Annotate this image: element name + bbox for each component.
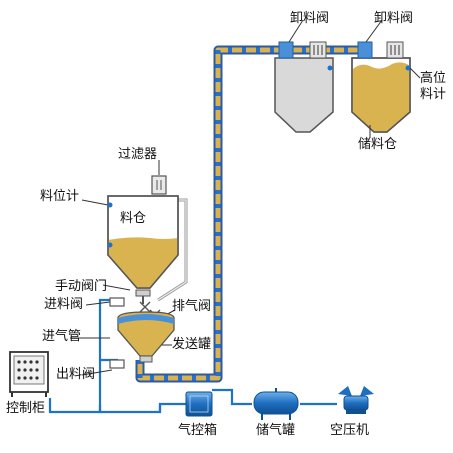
unload-valve-2-label: 卸料阀	[374, 11, 414, 26]
high-level-meter-label-2: 料计	[420, 87, 447, 102]
air-tank-label: 储气罐	[256, 423, 296, 438]
air-tank-graphic	[253, 388, 299, 420]
storage-silo-label: 储料仓	[358, 137, 398, 152]
manual-valve-label: 手动阀门	[55, 279, 108, 294]
exhaust-valve-label: 排气阀	[172, 299, 212, 314]
receiving-hopper	[274, 41, 334, 133]
air-lines	[48, 298, 337, 414]
air-control-box-graphic	[185, 391, 213, 417]
intake-pipe-label: 进气管	[42, 329, 82, 344]
air-control-box-label: 气控箱	[178, 423, 218, 438]
silo	[107, 175, 188, 304]
control-cabinet-graphic	[9, 351, 49, 397]
discharge-valve-label: 出料阀	[56, 367, 96, 382]
feed-valve-label: 进料阀	[44, 297, 84, 312]
control-cabinet-label: 控制柜	[6, 401, 46, 416]
silo-label: 料仓	[120, 211, 147, 226]
storage-silo	[351, 41, 411, 133]
filter-label: 过滤器	[118, 147, 158, 162]
sender-tank-label: 发送罐	[172, 337, 212, 352]
air-compressor-graphic	[338, 386, 374, 414]
air-compressor-label: 空压机	[330, 423, 370, 438]
level-meter-label: 料位计	[40, 189, 80, 204]
sender-assembly	[109, 297, 175, 369]
high-level-meter-label-1: 高位	[420, 71, 447, 86]
unload-valve-1-label: 卸料阀	[290, 11, 330, 26]
